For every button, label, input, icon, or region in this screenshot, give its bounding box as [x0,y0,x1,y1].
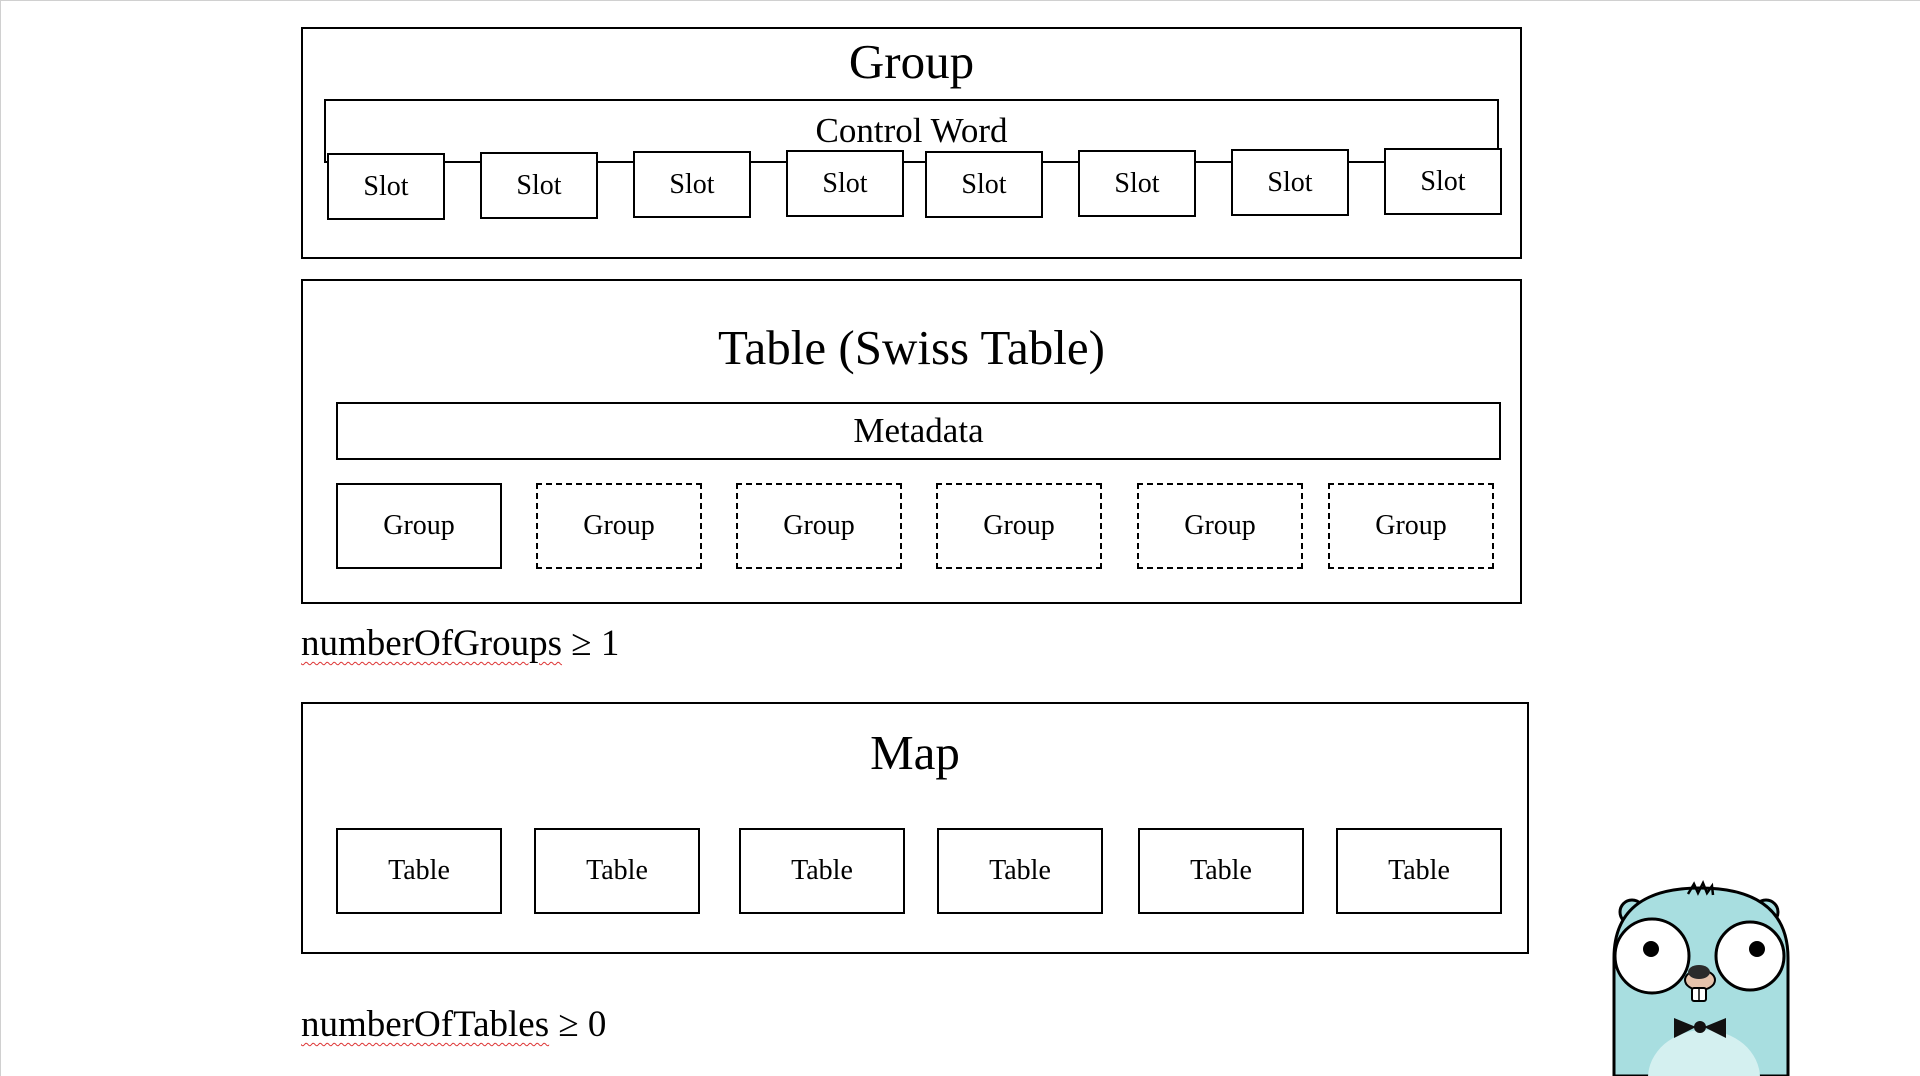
tables-constraint: numberOfTables ≥ 0 [301,1003,606,1046]
table-group-box-label: Group [583,510,655,541]
table-group-box: Group [736,483,902,569]
tables-constraint-name: numberOfTables [301,1004,550,1045]
slot-box-label: Slot [363,170,409,202]
map-table-box-label: Table [791,855,853,886]
slot-box: Slot [327,153,445,220]
gopher-left-pupil [1643,941,1659,957]
slot-box-label: Slot [822,167,868,199]
map-table-box-label: Table [388,855,450,886]
map-table-box-label: Table [1190,855,1252,886]
map-table-box-label: Table [586,855,648,886]
slot-box-label: Slot [516,169,562,201]
gopher-mascot-icon [1612,879,1790,1076]
slot-box-label: Slot [961,168,1007,200]
slot-box-label: Slot [1267,166,1313,198]
slot-box: Slot [633,151,751,218]
slot-box-label: Slot [669,168,715,200]
map-box-title: Map [870,725,960,780]
gopher-nose [1688,965,1710,979]
gopher-hair [1686,879,1715,896]
table-group-box-label: Group [983,510,1055,541]
slot-box: Slot [925,151,1043,218]
slot-box: Slot [1384,148,1502,215]
table-group-box-label: Group [1184,510,1256,541]
map-table-box-label: Table [989,855,1051,886]
map-table-box-label: Table [1388,855,1450,886]
table-group-box-label: Group [783,510,855,541]
table-box-title: Table (Swiss Table) [718,320,1105,375]
map-box: Map Table Table Table Table Table Table [301,702,1529,954]
slot-box: Slot [1078,150,1196,217]
table-box: Table (Swiss Table) Metadata Group Group G… [301,279,1522,604]
map-table-box: Table [937,828,1103,914]
map-table-box: Table [534,828,700,914]
table-group-box: Group [1137,483,1303,569]
gopher-bowtie [1674,1018,1726,1038]
map-table-box: Table [1336,828,1502,914]
gopher-right-eye [1714,920,1786,992]
map-table-box: Table [1138,828,1304,914]
table-group-box: Group [336,483,502,569]
metadata-label: Metadata [853,411,984,450]
table-group-box: Group [1328,483,1494,569]
groups-constraint-name: numberOfGroups [301,623,563,664]
group-box-title: Group [848,34,975,89]
table-group-box: Group [936,483,1102,569]
group-box: Group Control Word Slot Slot Slot Slot Slot S… [301,27,1522,259]
slot-box: Slot [480,152,598,219]
table-group-box-label: Group [1375,510,1447,541]
tables-constraint-relation: ≥ 0 [558,1004,607,1045]
slot-box: Slot [1231,149,1349,216]
map-table-box: Table [336,828,502,914]
control-word-label: Control Word [815,111,1008,150]
metadata-box: Metadata [336,402,1501,460]
table-group-box-label: Group [383,510,455,541]
groups-constraint-relation: ≥ 1 [571,623,620,664]
gopher-right-pupil [1749,941,1765,957]
map-table-box: Table [739,828,905,914]
gopher-belly [1648,1030,1760,1076]
slot-box-label: Slot [1420,165,1466,197]
slot-box-label: Slot [1114,167,1160,199]
groups-constraint: numberOfGroups ≥ 1 [301,622,619,665]
slot-box: Slot [786,150,904,217]
table-group-box: Group [536,483,702,569]
